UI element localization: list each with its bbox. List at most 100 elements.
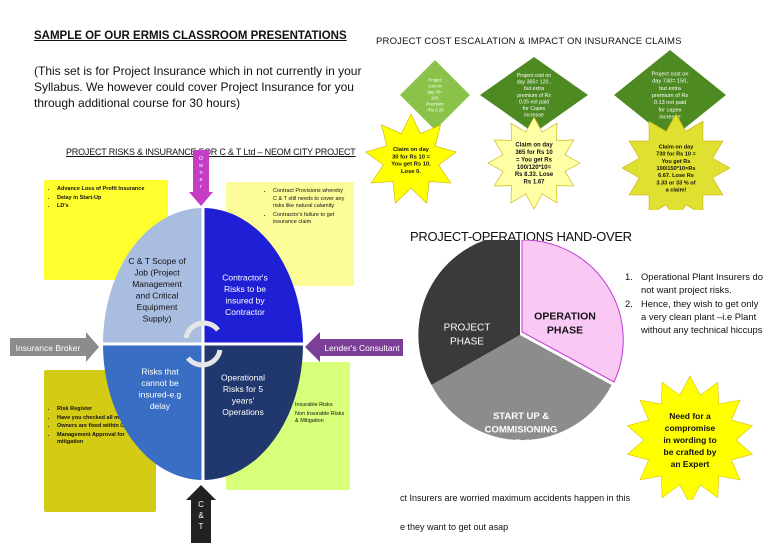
intro-text: (This set is for Project Insurance which… [34, 64, 362, 110]
label-line: day 365= 120 , [517, 80, 551, 86]
box-list-item: Management Approval for mitigation [57, 432, 152, 447]
label-line: in wording to [663, 435, 716, 445]
main-title: SAMPLE OF OUR ERMIS CLASSROOM PRESENTATI… [34, 30, 347, 42]
label-line: n [199, 170, 202, 176]
label-line: 730 for Rs 10 = [656, 152, 696, 158]
label-line: cost on [428, 84, 442, 89]
ct-arrow-shaft [191, 500, 211, 543]
label-line: PHASE [547, 325, 583, 337]
label-line: 100. [431, 96, 439, 101]
label-line: C [198, 500, 204, 509]
cost-escalation-title: PROJECT COST ESCALATION & IMPACT ON INSU… [376, 36, 682, 47]
label-line: e [199, 177, 202, 183]
quadrant-top-left [103, 208, 203, 344]
ct-arrow-head [186, 485, 216, 500]
handover-points: 1.Operational Plant Insurers do not want… [625, 270, 763, 336]
cost-diamond-day-730 [614, 50, 726, 140]
label-line: Contractor [225, 307, 265, 317]
label-line: an Expert [671, 459, 710, 469]
label-line: 365 for Rs 10 [515, 150, 553, 156]
label-line: O [199, 156, 204, 162]
label-line: You get Rs [662, 159, 691, 165]
label-line: Management [132, 279, 182, 289]
lenders-consultant-label: Lender's Consultant [324, 343, 400, 353]
label-line: = You get Rs [516, 157, 553, 163]
label-line: T [199, 522, 204, 531]
label-line: & [198, 511, 204, 520]
handover-point: 1.Operational Plant Insurers do not want… [625, 271, 763, 296]
label-line: Operational [221, 373, 265, 383]
label-line: OPERATION [534, 311, 596, 323]
label-line: 100/120*10= [517, 165, 552, 171]
owner-arrow-shaft [193, 150, 209, 192]
label-line: Premium [426, 102, 444, 107]
label-line: Claim on day [659, 144, 695, 150]
label-line: Need for a [669, 411, 711, 421]
box-list-item: Delay in Start-Up [57, 195, 162, 203]
insurance-broker-arrow: Insurance Broker [10, 332, 99, 362]
box-list-item: Insurable Risks [295, 402, 346, 410]
label-line: increase [659, 115, 680, 121]
label-line: CHALLENGING) [485, 452, 558, 463]
label-line: but extra [659, 86, 682, 92]
expert-callout-star [626, 375, 754, 500]
label-line: Project [428, 78, 442, 83]
label-line: PHASE (MOST [488, 438, 554, 449]
label-line: 6.67. Lose Rs [658, 173, 694, 179]
lenders-consultant-arrow-shape [305, 332, 403, 362]
box-list-item: Risk Register [57, 406, 152, 414]
label-line: 30 for Rs 10 = [392, 154, 430, 160]
box-list-item: Have you checked all mitigations? [57, 415, 152, 423]
label-line: r [200, 184, 202, 190]
handover-note-fragment-2: e they want to get out asap [400, 522, 509, 532]
box-list-item: LD's [57, 203, 162, 211]
label-line: Supply) [143, 314, 172, 324]
label-line: Job (Project [134, 268, 180, 278]
quadrant-top-right [203, 208, 303, 344]
box-list-item: Non Insurable Risks & Mitigation [295, 411, 346, 426]
box-list-item: Contractor's failure to get insurance cl… [273, 212, 348, 227]
label-line: 100/150*10=Rs [656, 166, 695, 172]
label-line: =Rs 0.25 [426, 108, 444, 113]
label-line: 0.13 not paid [654, 100, 686, 106]
label-line: C & T Scope of [128, 256, 186, 266]
box-list-item: Owners are fixed within C&T Ltd? [57, 423, 152, 431]
label-line: a claim! [666, 188, 687, 194]
label-line: insured by [225, 296, 265, 306]
quadrant-bottom-right [203, 344, 303, 480]
label-line: Claim on day [515, 143, 553, 149]
claim-star-day-365 [487, 116, 581, 210]
label-line: Project cost on [652, 71, 689, 77]
label-line: Rs 8.33. Lose [515, 172, 554, 178]
label-line: years' [232, 396, 255, 406]
label-line: for Capex [523, 106, 546, 112]
label-line: day 30= [427, 90, 443, 95]
label-line: COMMISIONING [485, 425, 558, 436]
box-list-item: Advance Loss of Profit Insurance [57, 186, 162, 194]
lenders-consultant-arrow: Lender's Consultant [305, 332, 403, 362]
cycle-arc-icon [186, 349, 223, 368]
cycle-arc-icon [183, 320, 220, 339]
insurance-broker-label: Insurance Broker [16, 343, 81, 353]
owner-arrow: Owner [189, 150, 213, 206]
label-line: 3.33 or 33 % of [656, 180, 695, 186]
label-line: delay [150, 401, 171, 411]
insurance-broker-arrow-shape [10, 332, 99, 362]
claim-star-day-730-label: Claim on day 730 for Rs 10 =You get Rs100… [656, 144, 696, 193]
ct-arrow-label: C & T [198, 500, 204, 531]
claim-star-day-30 [365, 113, 457, 204]
label-line: PHASE [450, 337, 484, 348]
label-line: cannot be [141, 378, 179, 388]
project-phase-slice [418, 240, 520, 385]
